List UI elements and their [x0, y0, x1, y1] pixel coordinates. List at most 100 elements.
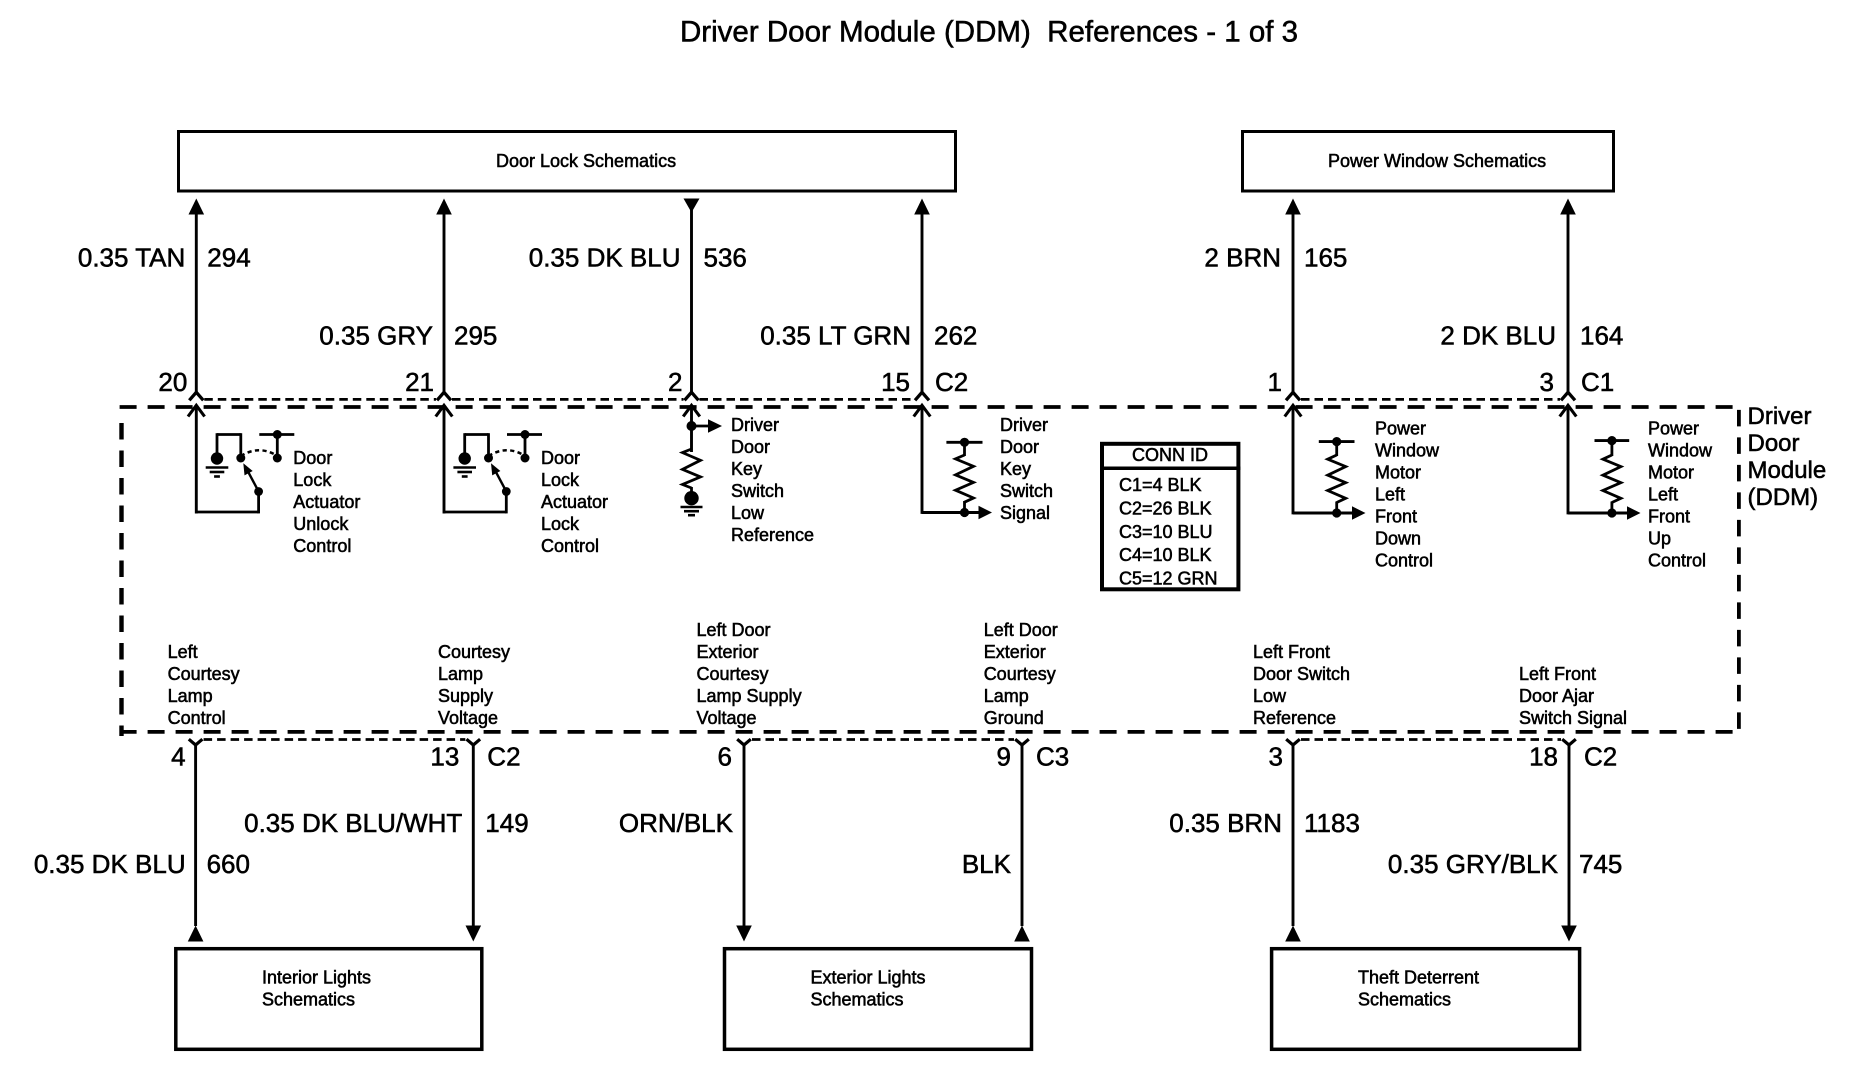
svg-text:Voltage: Voltage — [697, 708, 757, 728]
svg-text:Schematics: Schematics — [262, 990, 355, 1010]
svg-text:Window: Window — [1648, 441, 1713, 461]
svg-text:Door: Door — [293, 448, 332, 468]
svg-text:Door: Door — [1000, 437, 1039, 457]
svg-text:Actuator: Actuator — [541, 492, 608, 512]
svg-text:Lock: Lock — [541, 470, 580, 490]
svg-text:2 DK BLU: 2 DK BLU — [1440, 321, 1556, 351]
svg-text:165: 165 — [1304, 243, 1347, 273]
svg-text:262: 262 — [934, 321, 977, 351]
svg-text:C2: C2 — [1584, 742, 1617, 772]
svg-text:3: 3 — [1269, 742, 1283, 772]
svg-text:Lock: Lock — [541, 514, 580, 534]
svg-text:Courtesy: Courtesy — [697, 664, 769, 684]
svg-text:ORN/BLK: ORN/BLK — [619, 808, 734, 838]
svg-text:0.35 LT GRN: 0.35 LT GRN — [760, 321, 911, 351]
svg-text:Door Switch: Door Switch — [1253, 664, 1350, 684]
svg-text:Driver: Driver — [1000, 415, 1048, 435]
svg-text:Door Lock Schematics: Door Lock Schematics — [496, 151, 676, 171]
svg-text:Unlock: Unlock — [293, 514, 349, 534]
svg-text:0.35 GRY: 0.35 GRY — [319, 321, 433, 351]
svg-text:Left: Left — [1648, 485, 1678, 505]
svg-text:C2=26 BLK: C2=26 BLK — [1119, 498, 1212, 518]
svg-text:Exterior: Exterior — [697, 642, 759, 662]
svg-text:2: 2 — [668, 367, 682, 397]
svg-text:Switch Signal: Switch Signal — [1519, 708, 1627, 728]
svg-text:Signal: Signal — [1000, 503, 1050, 523]
svg-text:C1: C1 — [1581, 367, 1614, 397]
svg-text:Schematics: Schematics — [1358, 990, 1451, 1010]
svg-text:13: 13 — [430, 742, 459, 772]
svg-text:Driver Door Module (DDM) Refe: Driver Door Module (DDM) References - 1 … — [680, 16, 1298, 49]
svg-text:Lamp: Lamp — [168, 686, 213, 706]
svg-text:Lock: Lock — [293, 470, 332, 490]
svg-text:Courtesy: Courtesy — [438, 642, 510, 662]
svg-text:Exterior: Exterior — [984, 642, 1046, 662]
svg-text:Left Door: Left Door — [697, 620, 771, 640]
svg-text:Window: Window — [1375, 441, 1440, 461]
svg-text:Control: Control — [168, 708, 226, 728]
svg-text:C3=10 BLU: C3=10 BLU — [1119, 522, 1213, 542]
svg-text:0.35 DK BLU: 0.35 DK BLU — [34, 849, 186, 879]
svg-text:C1=4 BLK: C1=4 BLK — [1119, 475, 1202, 495]
svg-text:Control: Control — [1648, 551, 1706, 571]
svg-text:C2: C2 — [935, 367, 968, 397]
svg-text:Key: Key — [1000, 459, 1031, 479]
svg-text:Module: Module — [1748, 457, 1827, 484]
svg-text:Down: Down — [1375, 529, 1421, 549]
svg-text:Driver: Driver — [1748, 403, 1812, 430]
svg-text:2 BRN: 2 BRN — [1204, 243, 1281, 273]
svg-text:Motor: Motor — [1375, 463, 1421, 483]
svg-text:(DDM): (DDM) — [1748, 484, 1819, 511]
svg-text:CONN ID: CONN ID — [1132, 445, 1208, 465]
svg-text:Exterior Lights: Exterior Lights — [811, 968, 926, 988]
svg-text:BLK: BLK — [962, 849, 1012, 879]
svg-text:Door: Door — [1748, 430, 1800, 457]
svg-text:745: 745 — [1579, 849, 1622, 879]
svg-text:Driver: Driver — [731, 415, 779, 435]
svg-text:Door: Door — [541, 448, 580, 468]
svg-text:Left Front: Left Front — [1519, 664, 1596, 684]
svg-text:Power Window Schematics: Power Window Schematics — [1328, 151, 1546, 171]
svg-text:660: 660 — [207, 849, 250, 879]
svg-text:Courtesy: Courtesy — [168, 664, 240, 684]
svg-text:4: 4 — [171, 742, 185, 772]
svg-text:Lamp: Lamp — [438, 664, 483, 684]
svg-text:3: 3 — [1540, 367, 1554, 397]
svg-text:Key: Key — [731, 459, 762, 479]
svg-text:Door: Door — [731, 437, 770, 457]
svg-text:0.35 BRN: 0.35 BRN — [1169, 808, 1282, 838]
svg-text:Power: Power — [1375, 419, 1426, 439]
svg-text:1: 1 — [1268, 367, 1282, 397]
svg-text:0.35 TAN: 0.35 TAN — [78, 243, 185, 273]
svg-text:1183: 1183 — [1304, 808, 1360, 838]
svg-text:Front: Front — [1375, 507, 1417, 527]
svg-text:Actuator: Actuator — [293, 492, 360, 512]
svg-text:C5=12 GRN: C5=12 GRN — [1119, 569, 1218, 589]
svg-text:Left: Left — [168, 642, 198, 662]
svg-text:15: 15 — [881, 367, 910, 397]
svg-text:Control: Control — [541, 536, 599, 556]
svg-text:Interior Lights: Interior Lights — [262, 968, 371, 988]
svg-text:0.35 GRY/BLK: 0.35 GRY/BLK — [1388, 849, 1559, 879]
svg-text:164: 164 — [1580, 321, 1623, 351]
svg-text:Power: Power — [1648, 419, 1699, 439]
svg-text:Lamp: Lamp — [984, 686, 1029, 706]
svg-text:Voltage: Voltage — [438, 708, 498, 728]
svg-text:Left Front: Left Front — [1253, 642, 1330, 662]
svg-text:18: 18 — [1529, 742, 1558, 772]
svg-text:149: 149 — [485, 808, 528, 838]
svg-text:Control: Control — [1375, 551, 1433, 571]
svg-text:Lamp Supply: Lamp Supply — [697, 686, 802, 706]
svg-text:0.35 DK BLU: 0.35 DK BLU — [529, 243, 681, 273]
svg-text:6: 6 — [718, 742, 732, 772]
svg-text:Schematics: Schematics — [811, 990, 904, 1010]
svg-text:C3: C3 — [1036, 742, 1069, 772]
svg-text:21: 21 — [405, 367, 434, 397]
svg-text:Front: Front — [1648, 507, 1690, 527]
svg-text:Control: Control — [293, 536, 351, 556]
svg-text:Low: Low — [731, 503, 765, 523]
svg-text:536: 536 — [704, 243, 747, 273]
svg-text:Theft Deterrent: Theft Deterrent — [1358, 968, 1479, 988]
svg-text:Reference: Reference — [1253, 708, 1336, 728]
svg-text:Door Ajar: Door Ajar — [1519, 686, 1594, 706]
